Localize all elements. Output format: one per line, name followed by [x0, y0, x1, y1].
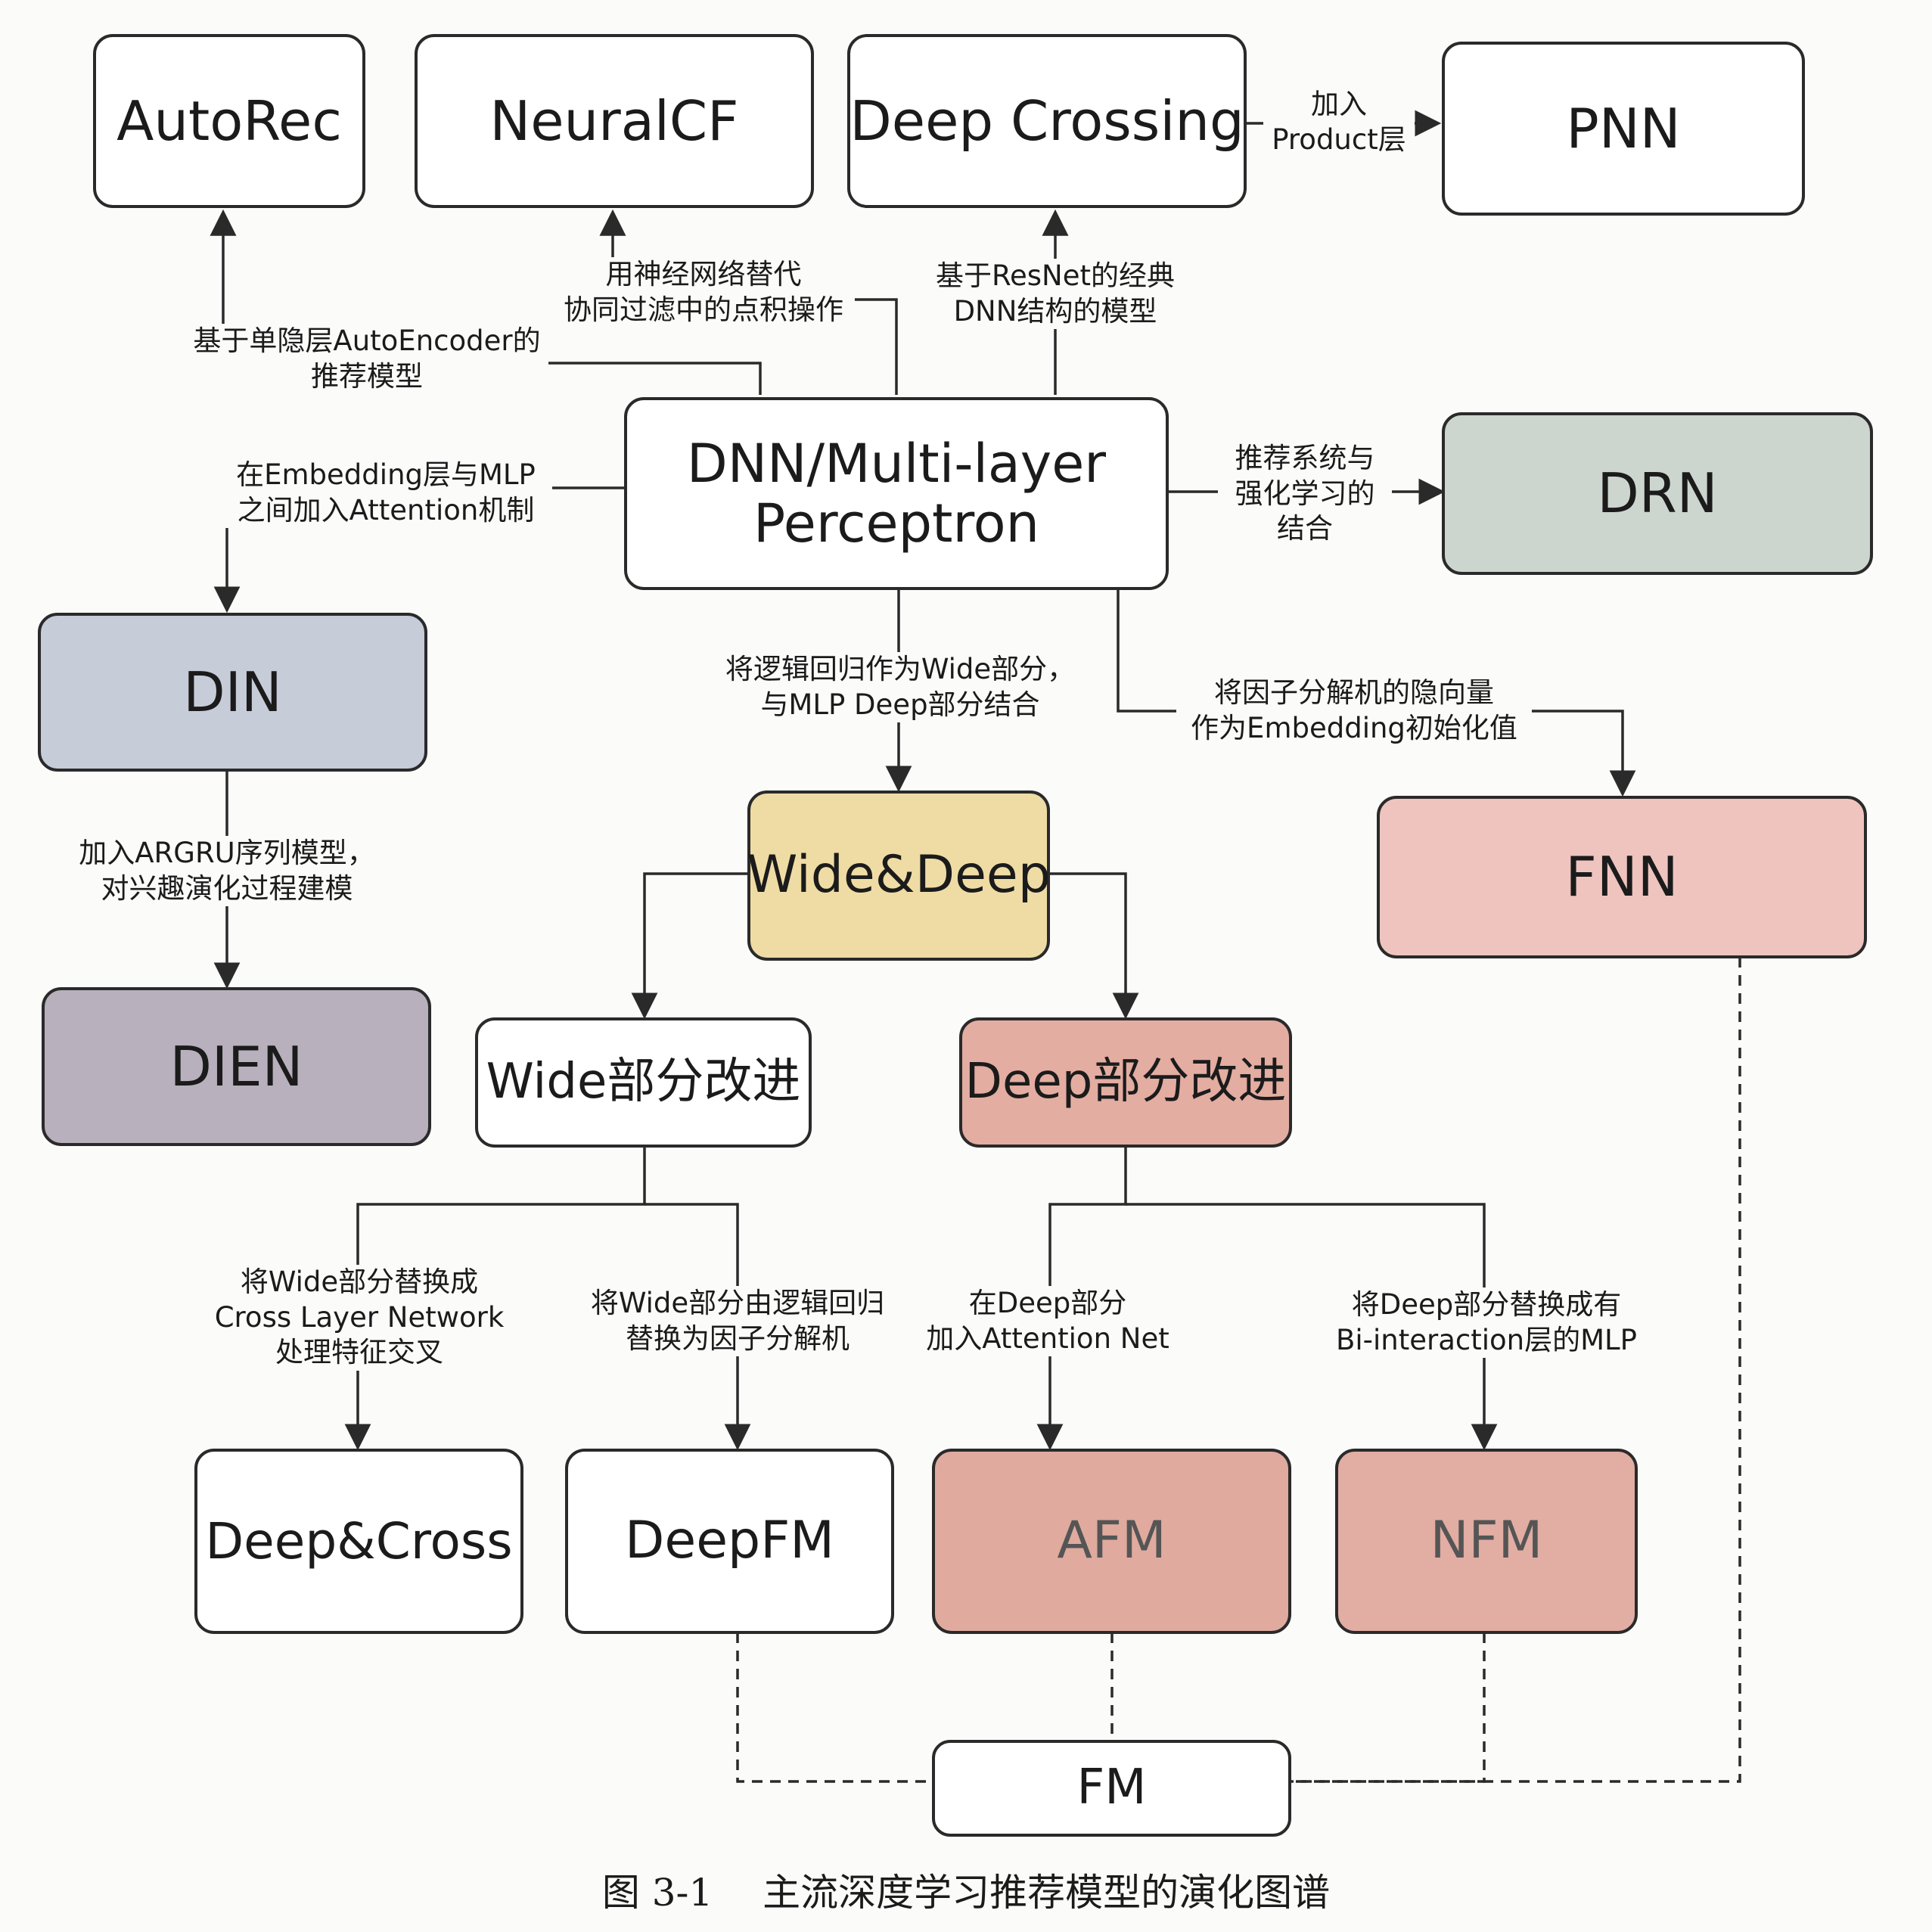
label-afm: 在Deep部分 加入Attention Net — [919, 1286, 1176, 1357]
node-nfm: NFM — [1335, 1449, 1638, 1634]
node-dnn: DNN/Multi-layer Perceptron — [624, 397, 1169, 590]
node-wide-improve: Wide部分改进 — [475, 1017, 812, 1148]
edge-fm-deepfm — [736, 1632, 932, 1783]
label-din: 在Embedding层与MLP 之间加入Attention机制 — [219, 458, 552, 529]
label-fnn: 将因子分解机的隐向量 作为Embedding初始化值 — [1176, 676, 1532, 747]
node-din: DIN — [38, 613, 427, 772]
node-deep-cross: Deep&Cross — [194, 1449, 523, 1634]
node-pnn: PNN — [1442, 42, 1805, 216]
node-autorec: AutoRec — [93, 34, 365, 208]
edge-deep-improve — [1048, 872, 1139, 1020]
node-afm: AFM — [932, 1449, 1291, 1634]
label-drn: 推荐系统与 强化学习的 结合 — [1218, 441, 1392, 547]
edge-fm-fnn — [1290, 957, 1741, 1783]
label-deep-crossing: 基于ResNet的经典 DNN结构的模型 — [915, 259, 1195, 330]
node-deepfm: DeepFM — [565, 1449, 894, 1634]
edge-nfm — [1126, 1203, 1498, 1451]
node-dien: DIEN — [42, 987, 431, 1146]
node-fm: FM — [932, 1740, 1291, 1837]
figure-caption: 图 3-1 主流深度学习推荐模型的演化图谱 — [601, 1871, 1331, 1915]
label-neuralcf: 用神经网络替代 协同过滤中的点积操作 — [552, 257, 855, 328]
label-deepfm: 将Wide部分由逻辑回归 替换为因子分解机 — [579, 1286, 896, 1357]
label-wide-deep: 将逻辑回归作为Wide部分， 与MLP Deep部分结合 — [715, 652, 1086, 723]
label-pnn: 加入 Product层 — [1263, 87, 1415, 158]
node-drn: DRN — [1442, 412, 1873, 575]
edge-fm-nfm — [1290, 1632, 1486, 1783]
edge-wide-improve — [631, 872, 749, 1020]
node-neuralcf: NeuralCF — [415, 34, 814, 208]
label-nfm: 将Deep部分替换成有 Bi-interaction层的MLP — [1316, 1287, 1657, 1359]
node-fnn: FNN — [1377, 796, 1867, 958]
node-deep-improve: Deep部分改进 — [959, 1017, 1292, 1148]
label-deep-cross: 将Wide部分替换成 Cross Layer Network 处理特征交叉 — [204, 1265, 514, 1371]
edge-deepfm — [645, 1203, 751, 1451]
node-wide-deep: Wide&Deep — [747, 791, 1051, 961]
label-autorec: 基于单隐层AutoEncoder的 推荐模型 — [185, 324, 548, 395]
label-dien: 加入ARGRU序列模型， 对兴趣演化过程建模 — [72, 836, 382, 907]
node-deep-crossing: Deep Crossing — [847, 34, 1247, 208]
